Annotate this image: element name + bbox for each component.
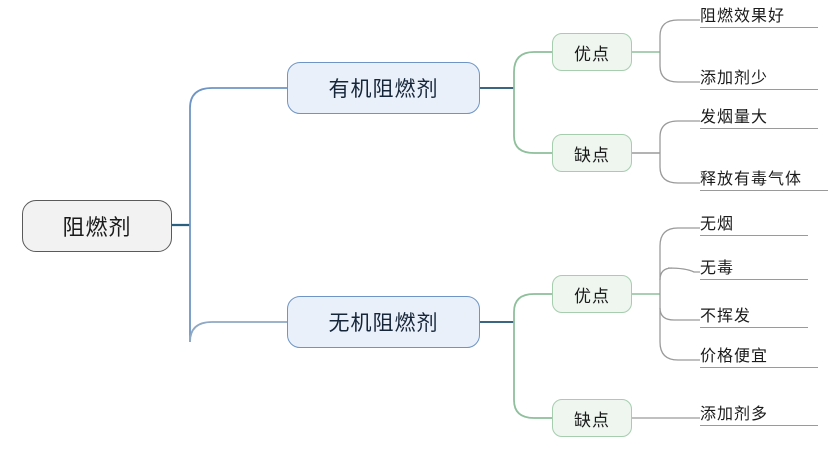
leaf-inorganic-pros-1-label: 无烟 [700, 214, 735, 233]
leaf-organic-pros-1-label: 阻燃效果好 [700, 6, 786, 25]
leaf-inorganic-cons-1-label: 添加剂多 [700, 404, 769, 423]
edge-organic-pros-leaf-1 [659, 19, 700, 37]
node-organic-flame-retardant[interactable]: 有机阻燃剂 [287, 62, 480, 114]
edge-inorganic-to-pros [513, 293, 552, 313]
edge-organic-pros-leaf-2 [659, 65, 700, 83]
leaf-inorganic-pros-2-label: 无毒 [700, 258, 735, 277]
node-root-label: 阻燃剂 [62, 216, 132, 241]
edge-organic-to-pros [513, 51, 552, 73]
node-organic-pros[interactable]: 优点 [552, 33, 632, 71]
leaf-organic-cons-2[interactable]: 释放有毒气体 [700, 167, 828, 191]
node-inorganic-label: 无机阻燃剂 [328, 311, 439, 335]
leaf-organic-cons-1[interactable]: 发烟量大 [700, 105, 818, 129]
leaf-inorganic-pros-2[interactable]: 无毒 [700, 256, 808, 280]
edge-root-to-organic [189, 87, 287, 109]
edge-inorganic-pros-leaf-3 [659, 307, 700, 321]
node-root[interactable]: 阻燃剂 [22, 200, 172, 252]
leaf-organic-pros-2[interactable]: 添加剂少 [700, 66, 818, 90]
leaf-inorganic-pros-3[interactable]: 不挥发 [700, 304, 808, 328]
leaf-organic-cons-1-label: 发烟量大 [700, 107, 769, 126]
node-organic-label: 有机阻燃剂 [328, 77, 439, 101]
edge-organic-cons-leaf-2 [659, 166, 700, 184]
node-organic-cons[interactable]: 缺点 [552, 134, 632, 172]
leaf-organic-cons-2-label: 释放有毒气体 [700, 169, 803, 188]
node-organic-cons-label: 缺点 [574, 145, 610, 166]
node-inorganic-flame-retardant[interactable]: 无机阻燃剂 [287, 296, 480, 348]
edge-inorganic-pros-leaf-1 [659, 227, 700, 247]
edge-inorganic-pros-leaf-2 [667, 267, 700, 273]
edge-inorganic-pros-leaf-4 [659, 341, 700, 361]
leaf-organic-pros-1[interactable]: 阻燃效果好 [700, 4, 818, 28]
node-organic-pros-label: 优点 [574, 44, 610, 65]
edge-inorganic-to-cons [513, 399, 552, 419]
leaf-organic-pros-2-label: 添加剂少 [700, 68, 769, 87]
leaf-inorganic-pros-4[interactable]: 价格便宜 [700, 344, 818, 368]
node-inorganic-pros[interactable]: 优点 [552, 275, 632, 313]
leaf-inorganic-pros-3-label: 不挥发 [700, 306, 752, 325]
leaf-inorganic-cons-1[interactable]: 添加剂多 [700, 402, 818, 426]
leaf-inorganic-pros-1[interactable]: 无烟 [700, 212, 808, 236]
node-inorganic-cons[interactable]: 缺点 [552, 399, 632, 437]
edge-organic-cons-leaf-1 [659, 120, 700, 138]
node-inorganic-cons-label: 缺点 [574, 410, 610, 431]
edge-root-to-inorganic [189, 321, 287, 343]
node-inorganic-pros-label: 优点 [574, 286, 610, 307]
edge-inorganic-pros-leaf-2b [659, 267, 673, 281]
edge-organic-to-cons [513, 135, 552, 154]
leaf-inorganic-pros-4-label: 价格便宜 [700, 346, 769, 365]
